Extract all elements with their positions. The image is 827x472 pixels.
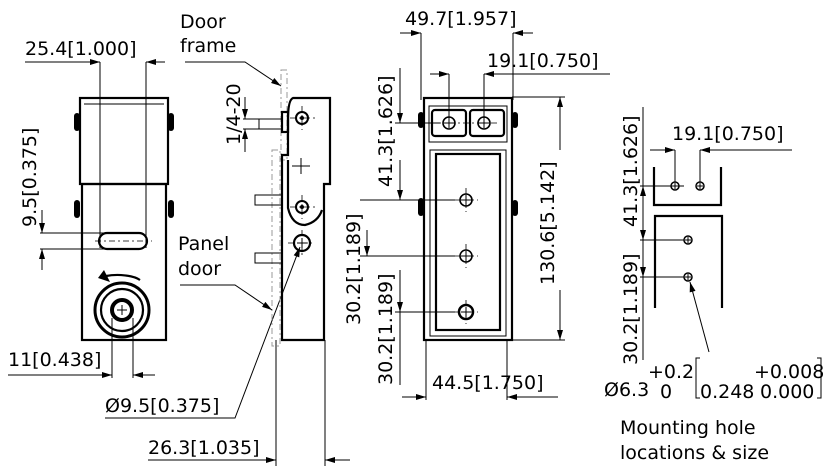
tolerance-callout: Ø6.3 +0.2 0 +0.008 0.248 0.000: [604, 357, 824, 403]
knob: [93, 281, 151, 339]
tol-dia-in: 0.248: [700, 381, 754, 403]
label-door-frame-2: frame: [180, 35, 236, 57]
dim-rear-overall-width: 49.7[1.957]: [405, 8, 517, 30]
tol-plus-mm: +0.2: [648, 361, 694, 383]
label-mounting-1: Mounting hole: [620, 417, 756, 439]
dim-side-pitch: 30.2[1.189]: [343, 213, 365, 325]
dim-mount-top-offset: 41.3[1.626]: [620, 115, 642, 227]
dim-rear-body-width: 44.5[1.750]: [432, 372, 544, 394]
dim-front-width: 25.4[1.000]: [25, 38, 137, 60]
tol-minus-mm: 0: [660, 381, 672, 403]
dim-rear-top-offset: 41.3[1.626]: [375, 75, 397, 187]
dim-rear-height: 130.6[5.142]: [537, 161, 559, 285]
mounting-hole-view: [652, 167, 724, 308]
dim-slot-height: 9.5[0.375]: [19, 128, 41, 227]
rotation-arrow-icon: [98, 270, 141, 282]
label-panel-door-1: Panel: [178, 233, 229, 255]
dim-hole-dia: Ø9.5[0.375]: [105, 395, 219, 417]
rear-view: [418, 96, 518, 342]
dim-mount-pitch: 30.2[1.189]: [620, 253, 642, 365]
dim-rear-hole-spacing: 19.1[0.750]: [487, 50, 599, 72]
front-view: [74, 96, 174, 342]
label-mounting-2: locations & size: [620, 442, 769, 464]
dim-side-depth: 26.3[1.035]: [148, 437, 260, 459]
label-panel-door-2: door: [178, 258, 221, 280]
dim-mount-hole-spacing: 19.1[0.750]: [672, 123, 784, 145]
label-door-frame-1: Door: [180, 11, 226, 33]
label-thread: 1/4-20: [223, 83, 245, 145]
dim-knob-offset: 11[0.438]: [8, 349, 101, 371]
side-view: [254, 69, 332, 347]
tol-dia-mm: Ø6.3: [604, 379, 649, 401]
tol-plus-in: +0.008: [754, 361, 824, 383]
dim-rear-pitch: 30.2[1.189]: [375, 273, 397, 385]
tol-minus-in: 0.000: [760, 381, 814, 403]
